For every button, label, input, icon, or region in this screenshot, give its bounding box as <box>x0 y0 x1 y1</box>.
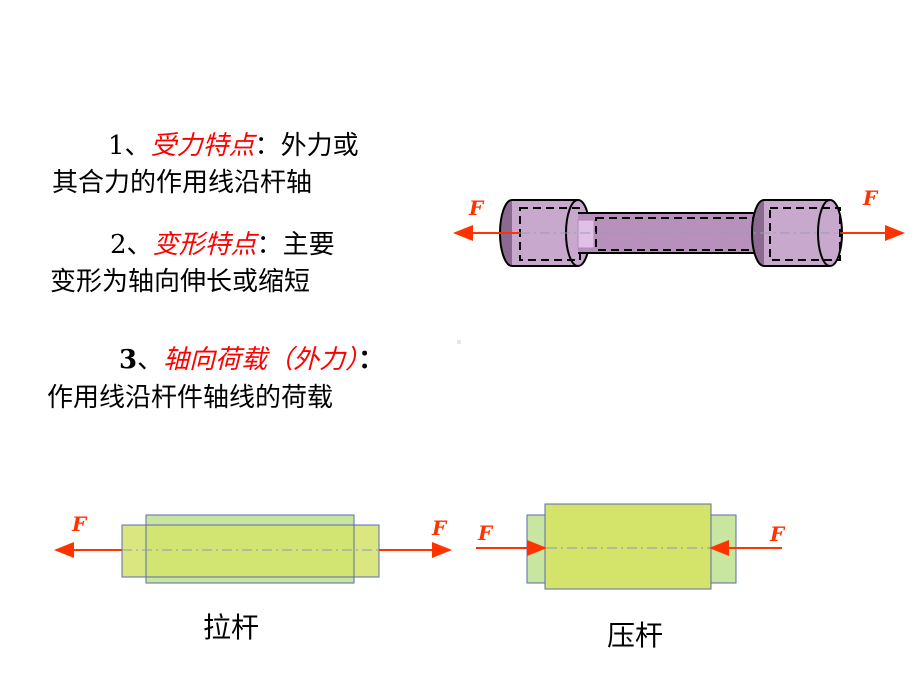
point-1-colon: ： <box>254 131 281 161</box>
point-2-line-1: 2、变形特点：主要 <box>110 230 335 260</box>
specimen-right-grip <box>751 199 843 267</box>
point-1-rest: 外力或 <box>280 131 359 161</box>
compression-bar-caption: 压杆 <box>607 619 664 652</box>
point-2-colon: ： <box>256 230 283 260</box>
point-1-line-1: 1、受力特点：外力或 <box>108 131 359 161</box>
compression-right-force-label: F <box>769 522 786 546</box>
point-2-line-2: 变形为轴向伸长或缩短 <box>50 267 311 297</box>
dot-mark <box>457 340 461 344</box>
point-2-separator: 、 <box>126 230 153 260</box>
point-3-line-1: 3、轴向荷载（外力）： <box>119 345 384 375</box>
compression-inner-rect <box>544 503 712 590</box>
point-2-number: 2 <box>110 230 127 260</box>
point-1-number: 1 <box>108 131 125 161</box>
point-3-line-2: 作用线沿杆件轴线的荷载 <box>47 383 334 413</box>
point-2-term: 变形特点 <box>152 230 257 260</box>
tension-right-force-label: F <box>431 516 448 540</box>
specimen-left-force-label: F <box>468 196 485 220</box>
compression-left-force-label: F <box>477 521 494 545</box>
point-1-term: 受力特点 <box>150 131 255 161</box>
point-3-colon: ： <box>358 345 385 375</box>
point-2-rest: 主要 <box>282 230 335 260</box>
point-3-term: 轴向荷载（外力） <box>163 345 359 375</box>
point-1-line-2: 其合力的作用线沿杆轴 <box>52 168 313 198</box>
specimen-right-force-label: F <box>862 186 879 210</box>
point-1-separator: 、 <box>124 131 151 161</box>
tension-left-force-label: F <box>71 512 88 536</box>
tension-bar-caption: 拉杆 <box>203 611 260 644</box>
point-3-separator: 、 <box>137 345 164 375</box>
point-3-number: 3 <box>119 345 138 375</box>
